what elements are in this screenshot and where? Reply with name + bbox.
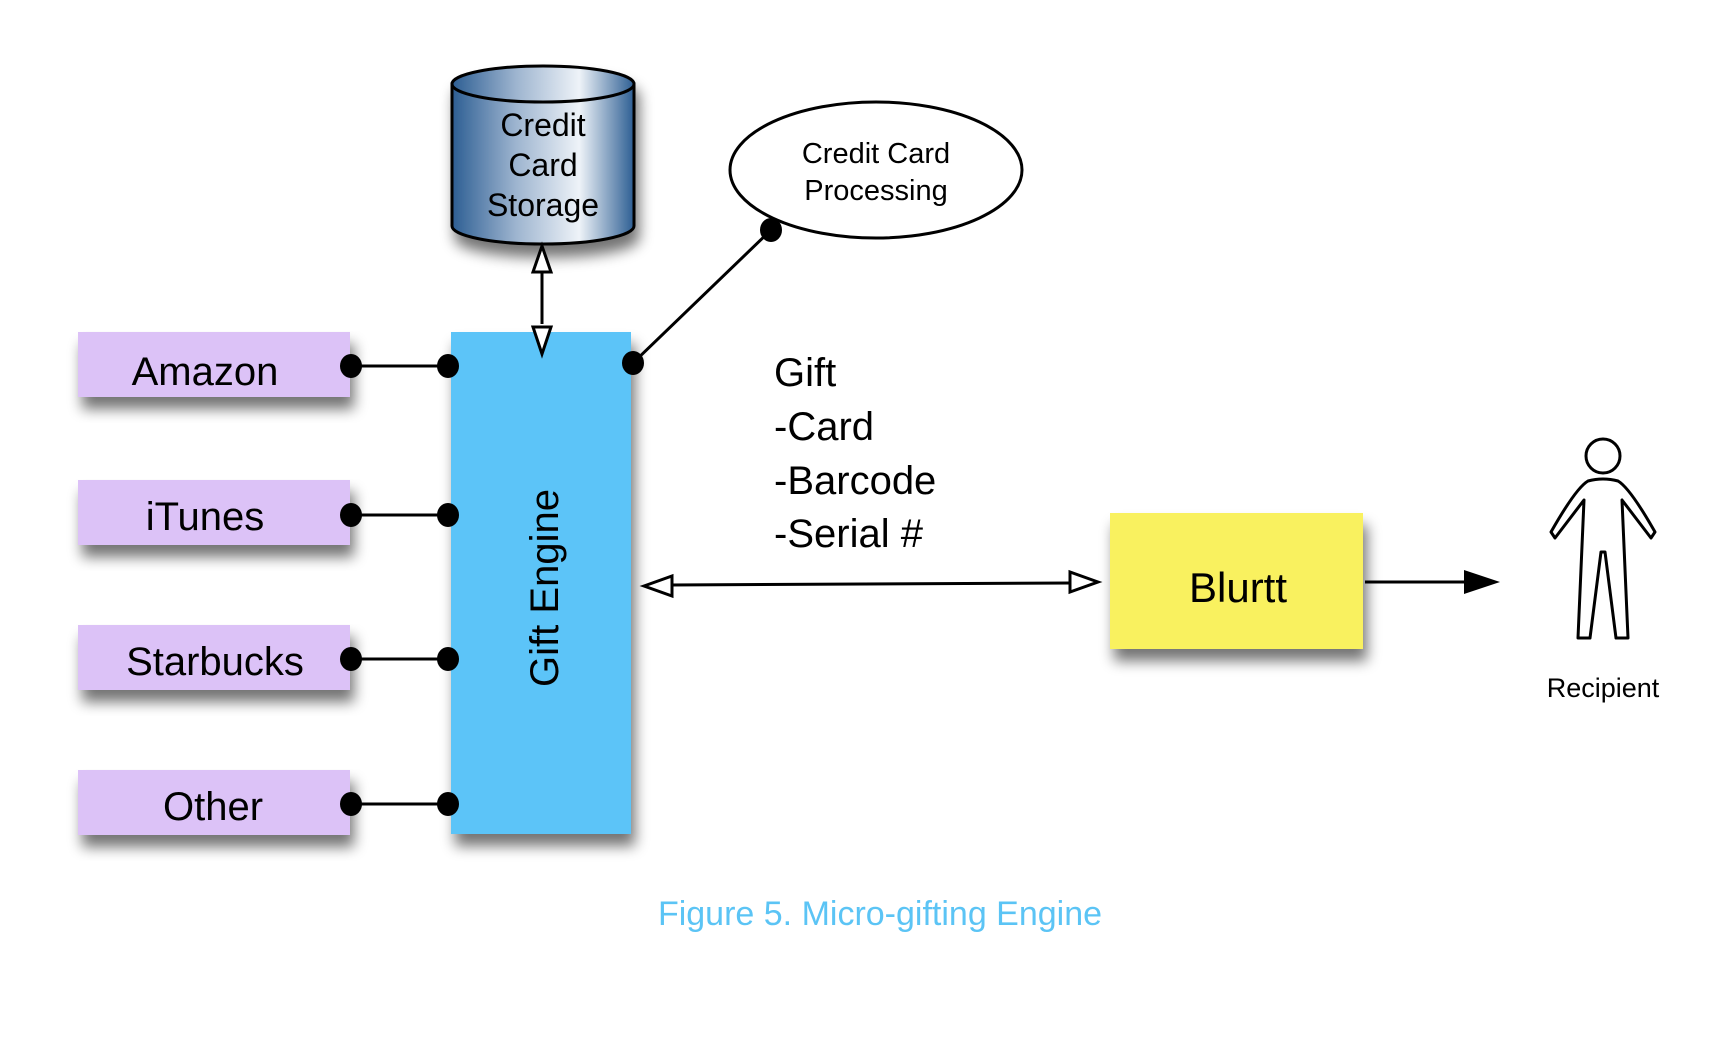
source-label-itunes: iTunes [146, 495, 265, 539]
dot-icon [437, 792, 459, 816]
gift-note-line2: -Card [774, 405, 874, 449]
credit-card-storage [450, 64, 636, 246]
arrowhead-down-icon [530, 325, 554, 359]
dot-icon [622, 351, 644, 375]
arrowhead-filled-icon [1464, 570, 1500, 594]
arrowhead-left-icon [639, 573, 674, 599]
figure-caption: Figure 5. Micro-gifting Engine [657, 895, 1103, 933]
dot-icon [437, 647, 459, 671]
dot-icon [340, 647, 362, 671]
gift-engine-label: Gift Engine [523, 489, 567, 687]
blurtt-recipient-arrow [1365, 570, 1500, 594]
dot-icon [340, 792, 362, 816]
gift-note-line3: -Barcode [774, 459, 936, 503]
blurtt-box [1110, 513, 1363, 649]
source-box-other [78, 770, 350, 835]
gift-engine-rect [451, 332, 631, 834]
source-box-itunes [78, 480, 350, 545]
storage-label-line1: Credit [500, 107, 585, 143]
storage-label-line2: Card [508, 147, 577, 183]
blurtt-rect [1110, 513, 1363, 649]
storage-engine-arrow [530, 241, 554, 359]
source-rect [78, 480, 350, 545]
source-box-amazon [78, 332, 350, 397]
processing-label-line1: Credit Card [802, 138, 950, 170]
gift-engine-box [451, 332, 631, 834]
dot-icon [340, 354, 362, 378]
blurtt-label: Blurtt [1189, 564, 1287, 611]
source-label-starbucks: Starbucks [126, 640, 304, 684]
storage-label-line3: Storage [487, 187, 599, 223]
source-label-amazon: Amazon [132, 350, 279, 394]
dot-icon [340, 503, 362, 527]
source-label-other: Other [163, 785, 263, 829]
credit-card-processing-ellipse [728, 100, 1024, 240]
dot-icon [437, 354, 459, 378]
source-box-starbucks [78, 625, 350, 690]
processing-label-line2: Processing [804, 175, 947, 207]
person-icon [1549, 437, 1657, 640]
engine-processing-connector [622, 218, 782, 375]
recipient-label: Recipient [1547, 673, 1660, 703]
database-cylinder-icon [450, 82, 636, 246]
source-rect [78, 770, 350, 835]
source-rect [78, 332, 350, 397]
dot-icon [437, 503, 459, 527]
arrowhead-up-icon [530, 241, 554, 274]
source-rect [78, 625, 350, 690]
engine-blurtt-arrow [639, 569, 1103, 599]
gift-note-line4: -Serial # [774, 512, 924, 556]
arrowhead-right-icon [1068, 569, 1103, 595]
cylinder-top [450, 64, 636, 104]
connector-dots [340, 354, 459, 816]
source-connectors [350, 364, 448, 806]
dot-icon [760, 218, 782, 242]
gift-note-line1: Gift [774, 351, 836, 395]
